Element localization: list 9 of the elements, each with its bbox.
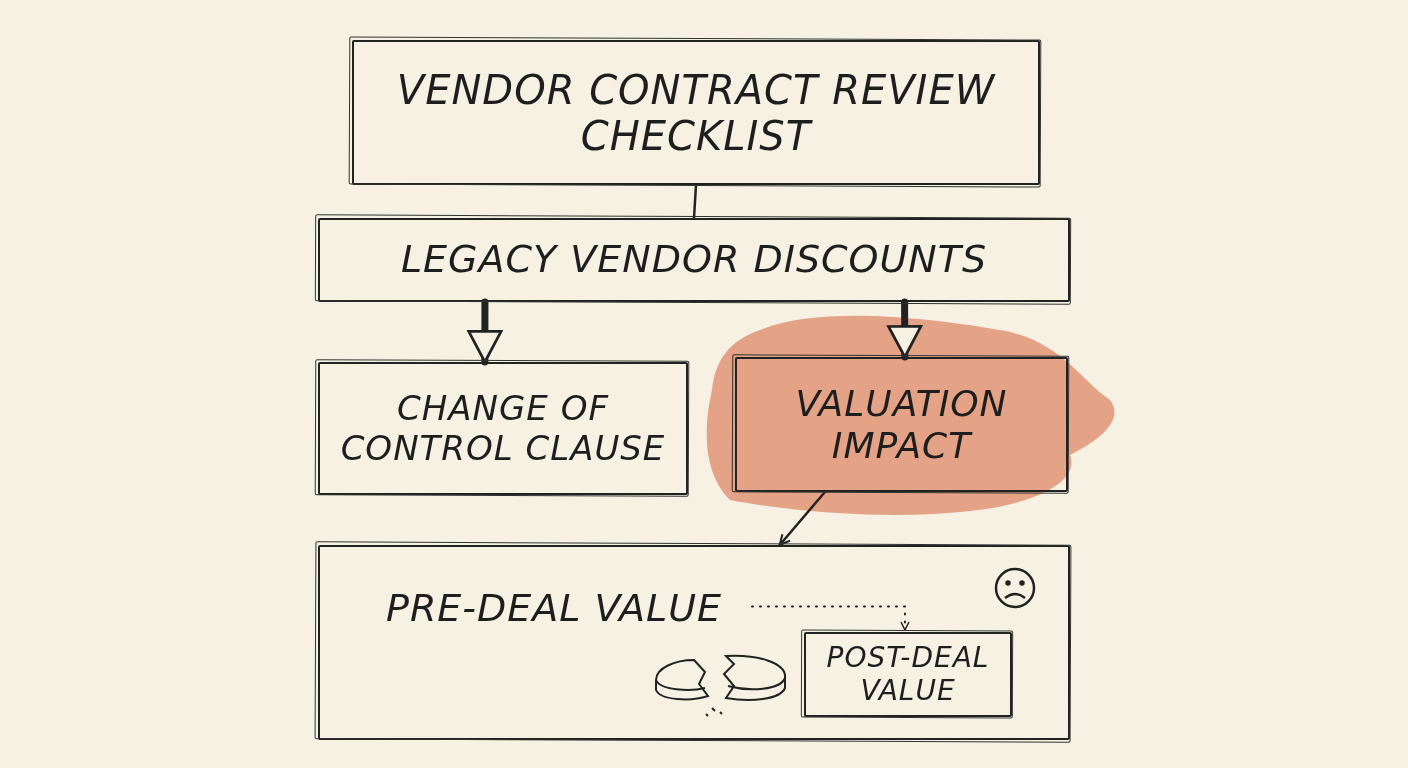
hollow-arrow (467, 298, 503, 366)
box-label: LEGACY VENDOR DISCOUNTS (399, 238, 989, 282)
connector-line (692, 183, 698, 220)
box-label: VALUATION IMPACT (794, 383, 1009, 466)
dotted-arrow (751, 605, 910, 631)
hollow-arrow (887, 298, 923, 361)
box-label: POST-DEAL VALUE (825, 642, 991, 707)
box-label: CHANGE OF CONTROL CLAUSE (339, 389, 667, 468)
box-label: VENDOR CONTRACT REVIEW CHECKLIST (395, 66, 997, 159)
